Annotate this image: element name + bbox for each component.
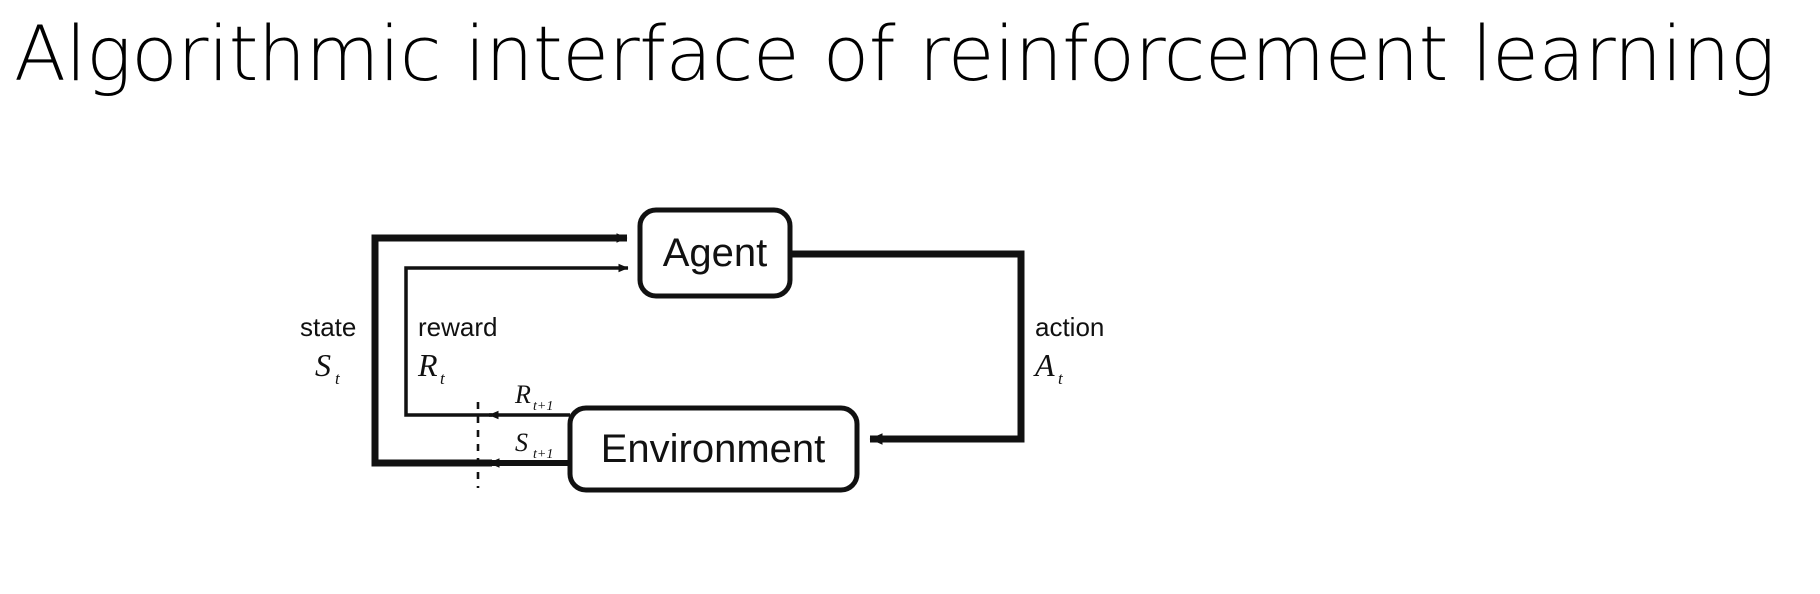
reward-next-label: R t+1 bbox=[514, 380, 553, 414]
environment-box[interactable] bbox=[567, 405, 860, 493]
agent-label: Agent bbox=[663, 231, 768, 275]
node-environment[interactable]: Environment bbox=[567, 405, 860, 493]
action-symbol-subscript: t bbox=[1058, 369, 1064, 388]
state-next-subscript: t+1 bbox=[533, 447, 553, 462]
state-next-label: S t+1 bbox=[515, 428, 553, 462]
state-symbol-subscript: t bbox=[335, 369, 341, 388]
action-symbol: A bbox=[1033, 347, 1055, 383]
rl-diagram-svg: Agent Environment state S t reward R t bbox=[300, 207, 1104, 493]
reward-arrow bbox=[404, 263, 629, 417]
state-symbol: S bbox=[315, 347, 331, 383]
reward-next-symbol: R bbox=[514, 380, 531, 409]
state-next-symbol: S bbox=[515, 428, 528, 457]
action-arrow bbox=[790, 250, 1025, 445]
state-edge-label: state S t bbox=[300, 312, 356, 388]
reward-word-label: reward bbox=[418, 312, 497, 342]
state-word-label: state bbox=[300, 312, 356, 342]
action-edge-label: action A t bbox=[1033, 312, 1104, 388]
state-arrow bbox=[371, 233, 628, 467]
rl-interaction-diagram: Agent Environment state S t reward R t bbox=[0, 150, 1820, 594]
reward-edge-label: reward R t bbox=[417, 312, 497, 388]
environment-label: Environment bbox=[601, 427, 826, 471]
agent-box[interactable] bbox=[637, 207, 793, 299]
reward-symbol-subscript: t bbox=[440, 369, 446, 388]
action-word-label: action bbox=[1035, 312, 1104, 342]
reward-next-subscript: t+1 bbox=[533, 399, 553, 414]
reward-symbol: R bbox=[417, 347, 438, 383]
node-agent[interactable]: Agent bbox=[637, 207, 793, 299]
page-title: Algorithmic interface of reinforcement l… bbox=[14, 9, 1775, 98]
